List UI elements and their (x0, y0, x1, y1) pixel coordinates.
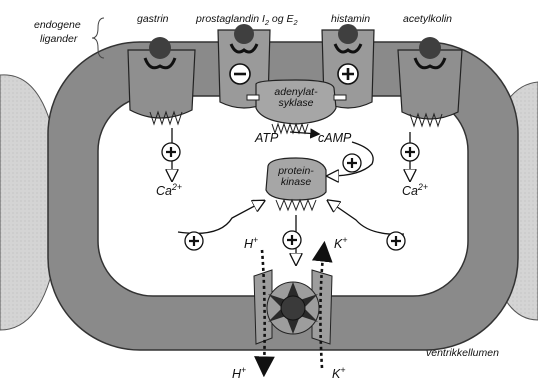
proton-label-top: H+ (244, 236, 258, 251)
plus-sign-icon (162, 143, 180, 161)
acetylkolin-label: acetylkolin (403, 14, 452, 25)
protein-kinase-label: protein-kinase (268, 166, 324, 187)
receptor-gastrin (128, 37, 195, 124)
ligand-group-label: ligander (40, 34, 77, 45)
plus-sign-icon (387, 232, 405, 250)
lumen-label: ventrikkellumen (426, 348, 499, 359)
plus-sign-icon (338, 64, 358, 84)
gastrin-label: gastrin (137, 14, 169, 25)
plus-sign-icon (343, 154, 361, 172)
atp-label: ATP (255, 132, 278, 145)
plus-sign-icon (401, 143, 419, 161)
minus-sign-icon (230, 64, 250, 84)
calcium-label-right: Ca2+ (402, 183, 428, 198)
ligand-group-label: endogene (34, 20, 81, 31)
prostaglandin-label: prostaglandin I2 og E2 (196, 14, 298, 26)
histamin-label: histamin (331, 14, 370, 25)
plus-sign-icon (283, 231, 301, 249)
plus-sign-icon (185, 232, 203, 250)
camp-label: cAMP (318, 132, 351, 145)
adenylate-cyclase-label: adenylat-syklase (266, 87, 326, 108)
proton-label-bottom: H+ (232, 366, 246, 381)
receptor-acetylkolin (398, 37, 462, 126)
potassium-label-top: K+ (334, 236, 347, 251)
calcium-label-left: Ca2+ (156, 183, 182, 198)
potassium-label-bottom: K+ (332, 366, 345, 381)
